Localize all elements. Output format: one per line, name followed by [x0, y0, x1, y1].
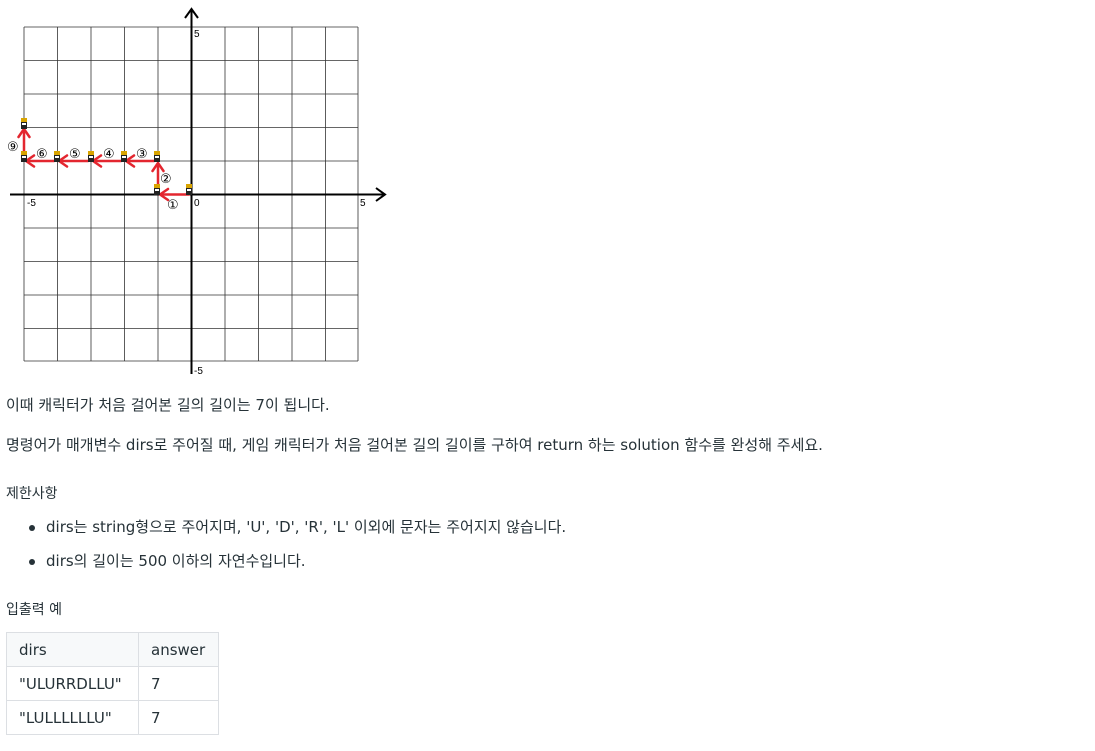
constraint-item: dirs는 string형으로 주어지며, 'U', 'D', 'R', 'L'… — [6, 516, 566, 550]
table-row: "ULURRDLLU" 7 — [6, 666, 219, 701]
step-label-5: ⑤ — [69, 147, 81, 162]
cell-answer: 7 — [138, 700, 219, 735]
step-label-6: ⑥ — [36, 147, 48, 162]
cell-dirs: "ULURRDLLU" — [6, 666, 139, 701]
x-left-label: -5 — [27, 198, 36, 209]
table-header-row: dirs answer — [6, 632, 219, 667]
axes — [10, 7, 387, 374]
grid-figure: 5 -5 0 5 -5 ① ② ③ ④ ⑤ ⑥ ⑨ — [7, 7, 387, 377]
header-answer: answer — [138, 632, 219, 667]
table-row: "LULLLLLLU" 7 — [6, 700, 219, 735]
bullet-icon — [29, 525, 35, 531]
bullet-icon — [29, 559, 35, 565]
result-sentence: 이때 캐릭터가 처음 걸어본 길의 길이는 7이 됩니다. — [6, 396, 330, 414]
constraint-item: dirs의 길이는 500 이하의 자연수입니다. — [6, 550, 566, 584]
y-top-label: 5 — [194, 29, 200, 40]
examples-title: 입출력 예 — [6, 602, 62, 618]
step-label-9: ⑨ — [7, 140, 19, 155]
constraints-title: 제한사항 — [6, 486, 58, 502]
step-label-3: ③ — [136, 147, 148, 162]
y-bottom-label: -5 — [194, 366, 203, 377]
path-arrows — [17, 127, 191, 202]
step-label-1: ① — [167, 198, 179, 213]
step-label-4: ④ — [103, 147, 115, 162]
task-sentence: 명령어가 매개변수 dirs로 주어질 때, 게임 캐릭터가 처음 걸어본 길의… — [6, 436, 823, 454]
cell-answer: 7 — [138, 666, 219, 701]
x-right-label: 5 — [360, 198, 366, 209]
constraint-text: dirs는 string형으로 주어지며, 'U', 'D', 'R', 'L'… — [46, 518, 567, 536]
examples-table: dirs answer "ULURRDLLU" 7 "LULLLLLLU" 7 — [6, 632, 219, 735]
character-icons — [21, 118, 192, 195]
constraints-list: dirs는 string형으로 주어지며, 'U', 'D', 'R', 'L'… — [6, 516, 566, 584]
cell-dirs: "LULLLLLLU" — [6, 700, 139, 735]
origin-label: 0 — [194, 198, 200, 209]
step-label-2: ② — [160, 172, 172, 187]
constraint-text: dirs의 길이는 500 이하의 자연수입니다. — [46, 552, 306, 570]
header-dirs: dirs — [6, 632, 139, 667]
